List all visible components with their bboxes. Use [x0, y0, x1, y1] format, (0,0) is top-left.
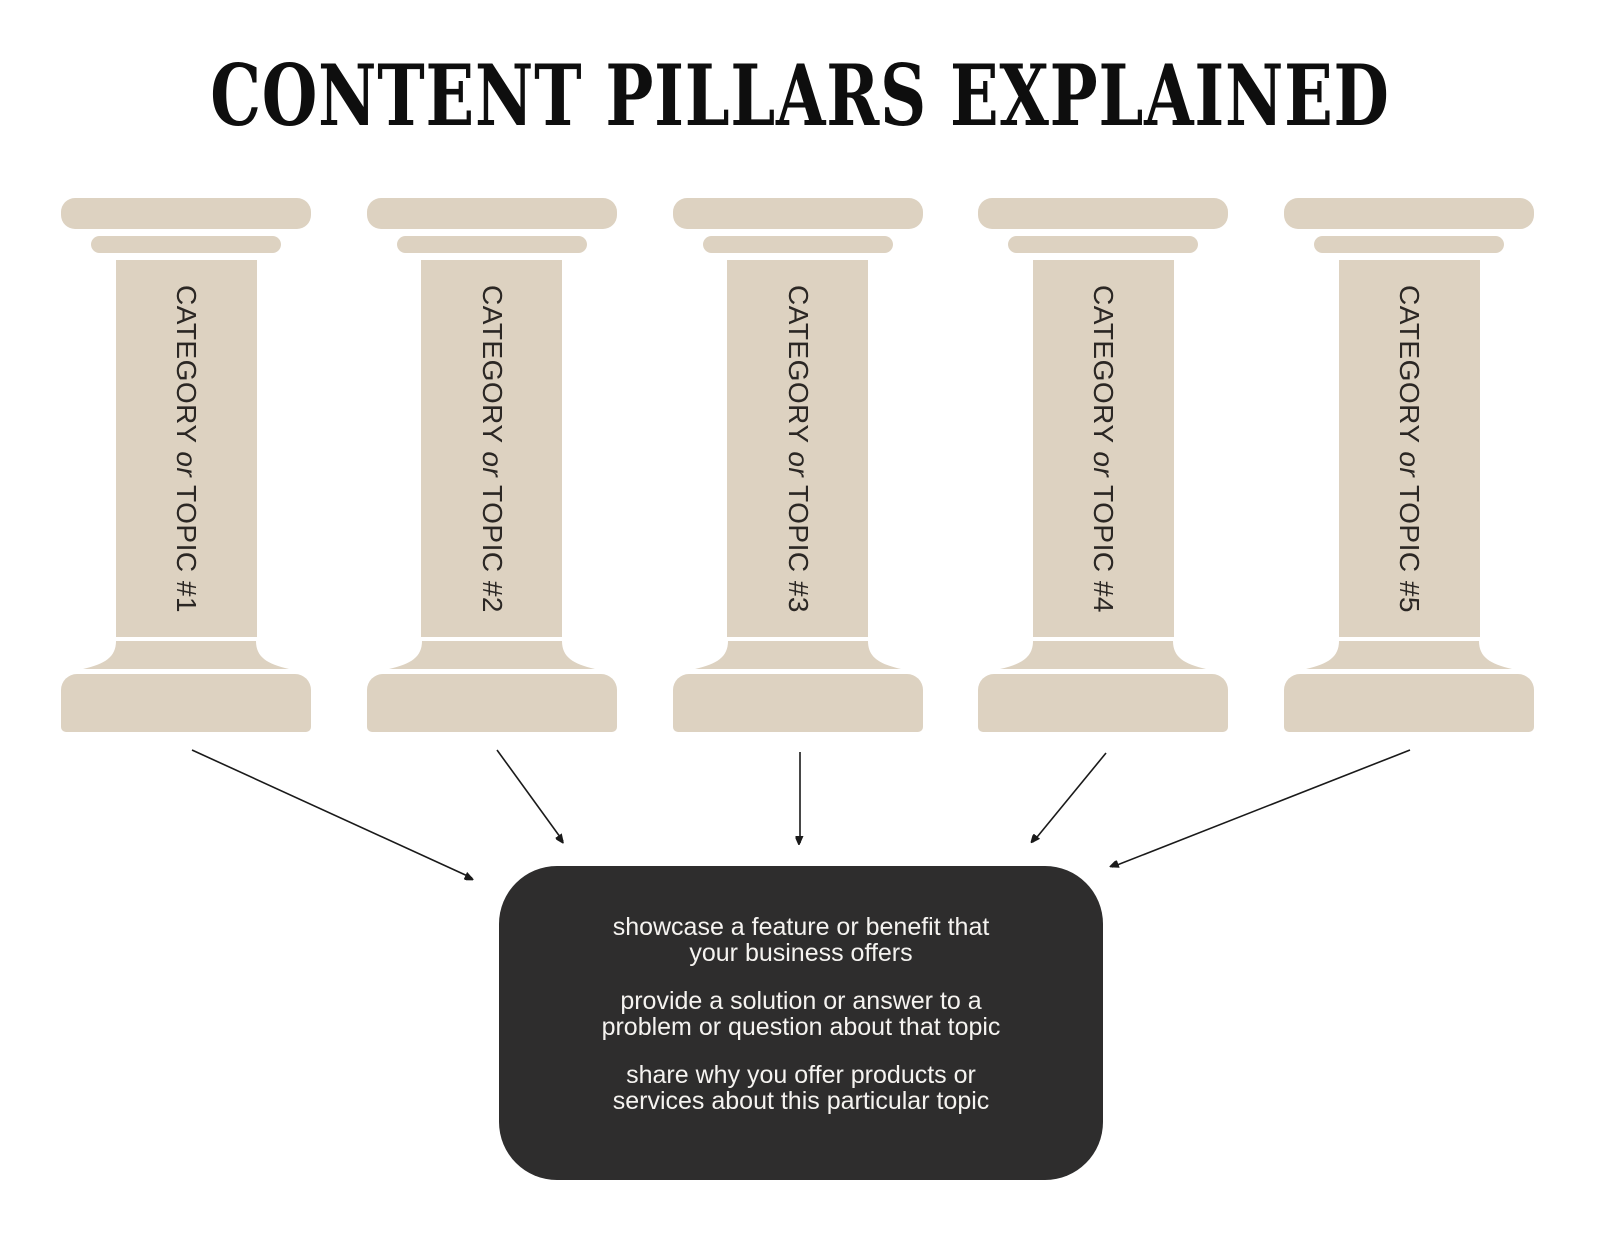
pillar-4-label: CATEGORY or TOPIC #4 — [1087, 285, 1119, 613]
pillar-1-plinth — [61, 674, 311, 732]
arrow-pillar-1-to-box — [191, 749, 472, 878]
pillar-5-plinth — [1284, 674, 1534, 732]
pillar-2-label-end: TOPIC #2 — [476, 484, 508, 613]
pillar-2-shaft: CATEGORY or TOPIC #2 — [421, 260, 563, 637]
pillar-2-plinth — [366, 674, 617, 732]
pillar-4-capital — [978, 198, 1229, 229]
pillar-1-label-or: or — [171, 450, 202, 477]
pillar-3-shaft: CATEGORY or TOPIC #3 — [727, 260, 868, 637]
page-title: CONTENT PILLARS EXPLAINED — [210, 46, 1390, 145]
pillar-3-capital — [672, 198, 923, 229]
pillar-1-label-end: TOPIC #1 — [171, 484, 202, 613]
summary-paragraph-2-line-2: problem or question about that topic — [601, 1013, 1001, 1041]
pillar-5-base-flare — [1306, 641, 1512, 669]
pillar-4-label-end: TOPIC #4 — [1088, 484, 1120, 613]
arrow-pillar-4-to-box — [1033, 752, 1107, 842]
summary-paragraph-3-line-1: share why you offer products or — [626, 1061, 976, 1089]
summary-paragraph-1-line-1: showcase a feature or benefit that — [612, 913, 990, 941]
pillar-1-label: CATEGORY or TOPIC #1 — [170, 285, 202, 613]
pillar-5-label-end: TOPIC #5 — [1394, 484, 1425, 613]
title-container: CONTENT PILLARS EXPLAINED — [0, 54, 1600, 138]
pillar-2-label-start: CATEGORY — [476, 284, 508, 443]
pillar-2-base-flare — [388, 641, 595, 669]
arrow-pillar-5-to-box — [1112, 749, 1411, 868]
summary-paragraph-1-line-2: your business offers — [689, 939, 913, 967]
pillar-3-label-start: CATEGORY — [782, 284, 814, 443]
arrow-pillar-2-to-box — [496, 749, 563, 841]
pillar-4-base-flare — [1000, 641, 1207, 669]
pillar-1: CATEGORY or TOPIC #1 — [61, 198, 311, 732]
pillar-2-label: CATEGORY or TOPIC #2 — [476, 285, 508, 613]
pillar-5-capital — [1284, 198, 1534, 229]
pillar-3-plinth — [672, 674, 923, 732]
pillar-5-label: CATEGORY or TOPIC #5 — [1393, 285, 1425, 613]
pillar-4-neck-band — [1008, 236, 1199, 253]
pillars-row: CATEGORY or TOPIC #1 CATEGORY or TOPIC #… — [61, 198, 1534, 732]
pillar-5-neck-band — [1314, 236, 1504, 253]
pillar-1-shaft: CATEGORY or TOPIC #1 — [115, 260, 257, 637]
pillar-3-label: CATEGORY or TOPIC #3 — [782, 285, 814, 613]
pillar-3-label-end: TOPIC #3 — [782, 484, 814, 613]
pillar-4-shaft: CATEGORY or TOPIC #4 — [1032, 260, 1174, 637]
pillar-1-base-flare — [83, 641, 289, 669]
pillar-1-neck-band — [91, 236, 281, 253]
pillar-3-neck-band — [702, 236, 893, 253]
pillar-4-label-start: CATEGORY — [1088, 284, 1120, 443]
pillar-2-label-or: or — [476, 450, 508, 477]
pillar-2-capital — [366, 198, 617, 229]
pillar-4-label-or: or — [1088, 450, 1120, 477]
summary-paragraph-3-line-2: services about this particular topic — [612, 1087, 990, 1115]
pillar-1-capital — [61, 198, 311, 229]
pillar-2-neck-band — [396, 236, 587, 253]
pillar-4-plinth — [978, 674, 1229, 732]
pillar-5: CATEGORY or TOPIC #5 — [1284, 198, 1534, 732]
pillar-2: CATEGORY or TOPIC #2 — [366, 198, 617, 732]
pillar-4: CATEGORY or TOPIC #4 — [978, 198, 1229, 732]
pillar-3: CATEGORY or TOPIC #3 — [672, 198, 923, 732]
pillar-5-label-start: CATEGORY — [1394, 284, 1425, 443]
pillar-3-label-or: or — [782, 450, 814, 477]
pillar-5-shaft: CATEGORY or TOPIC #5 — [1338, 260, 1480, 637]
pillar-3-base-flare — [694, 641, 901, 669]
pillar-5-label-or: or — [1394, 450, 1425, 477]
summary-paragraph-2-line-1: provide a solution or answer to a — [620, 987, 982, 1015]
pillar-1-label-start: CATEGORY — [171, 284, 202, 443]
